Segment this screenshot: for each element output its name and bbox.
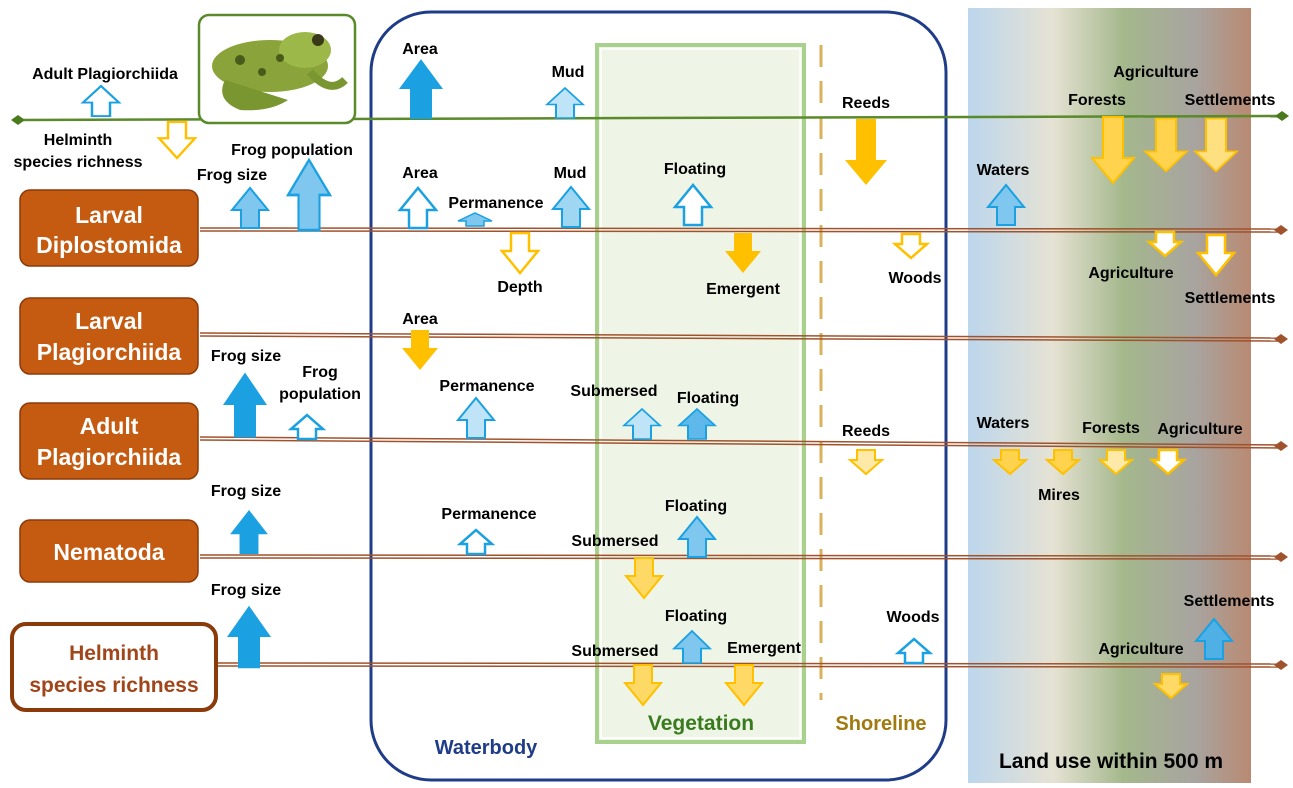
label-forests: Forests (1082, 420, 1140, 437)
label-permanence: Permanence (441, 506, 536, 523)
label-submersed: Submersed (571, 643, 658, 660)
label-floating: Floating (677, 390, 739, 407)
arrow-down-outline (893, 232, 929, 260)
label-agriculture: Agriculture (1088, 265, 1173, 282)
group-box-helminth-richness: Helminth species richness (10, 622, 218, 712)
label-mires: Mires (1038, 487, 1080, 504)
label-permanence: Permanence (439, 378, 534, 395)
label-frog-size: Frog size (211, 348, 281, 365)
svg-text:Plagiorchiida: Plagiorchiida (37, 444, 182, 470)
arrow-up-outline (81, 84, 121, 118)
group-box-larval-diplostomida: Larval Diplostomida (19, 189, 199, 267)
waterbody-zone (369, 10, 948, 782)
arrows (81, 59, 1238, 706)
svg-text:Nematoda: Nematoda (53, 539, 164, 565)
arrow-up-solid (223, 372, 267, 438)
label-frog-size: Frog size (197, 167, 267, 184)
zone-label-shoreline: Shoreline (835, 713, 926, 735)
zone-label-vegetation: Vegetation (648, 712, 754, 735)
arrow-up-light (457, 397, 495, 439)
arrow-down-solid (845, 119, 887, 185)
zone-label-land-use: Land use within 500 m (999, 750, 1223, 773)
label-permanence: Permanence (448, 195, 543, 212)
arrow-up-solid (227, 605, 271, 669)
svg-text:Larval: Larval (75, 202, 143, 228)
label-submersed: Submersed (570, 383, 657, 400)
svg-text:Diplostomida: Diplostomida (36, 232, 182, 258)
label-species-richness: species richness (14, 154, 143, 171)
label-frog-size: Frog size (211, 582, 281, 599)
label-mud: Mud (554, 165, 587, 182)
arrow-up-light (231, 187, 269, 229)
arrow-down-solid (402, 330, 438, 370)
svg-text:species richness: species richness (29, 674, 198, 697)
label-area: Area (402, 311, 438, 328)
arrow-up-light (286, 158, 332, 232)
svg-text:Adult: Adult (80, 413, 139, 439)
arrow-up-outline (896, 637, 932, 665)
label-woods: Woods (886, 609, 939, 626)
label-forests: Forests (1068, 92, 1126, 109)
label-settlements: Settlements (1185, 92, 1276, 109)
label-helminth: Helminth (44, 132, 112, 149)
label-waters: Waters (977, 415, 1030, 432)
svg-text:Plagiorchiida: Plagiorchiida (37, 339, 182, 365)
arrow-down-light (849, 449, 883, 475)
svg-text:Larval: Larval (75, 308, 143, 334)
label-area: Area (402, 165, 438, 182)
label-population: population (279, 386, 361, 403)
label-agriculture: Agriculture (1113, 64, 1198, 81)
label-submersed: Submersed (571, 533, 658, 550)
arrow-down-outline (157, 120, 197, 160)
label-settlements: Settlements (1184, 593, 1275, 610)
arrow-up-outline (398, 186, 438, 230)
label-adult-plagiorchiida: Adult Plagiorchiida (32, 66, 178, 83)
label-emergent: Emergent (706, 281, 780, 298)
group-lines (199, 227, 1281, 668)
line-end-diamond (11, 115, 25, 125)
label-settlements: Settlements (1185, 290, 1276, 307)
vegetation-zone (595, 43, 806, 744)
label-emergent: Emergent (727, 640, 801, 657)
label-woods: Woods (888, 270, 941, 287)
arrow-up-outline (289, 413, 325, 441)
group-box-larval-plagiorchiida: Larval Plagiorchiida (19, 297, 199, 375)
label-floating: Floating (665, 498, 727, 515)
label-reeds: Reeds (842, 95, 890, 112)
label-reeds: Reeds (842, 423, 890, 440)
group-box-nematoda: Nematoda (19, 519, 199, 583)
label-depth: Depth (497, 279, 542, 296)
line-end-diamond (1275, 111, 1289, 121)
label-frog-size: Frog size (211, 483, 281, 500)
arrow-up-light (552, 186, 590, 228)
arrow-down-outline (500, 231, 540, 275)
arrow-up-solid (230, 510, 268, 554)
svg-text:Helminth: Helminth (69, 642, 159, 665)
label-agriculture: Agriculture (1098, 641, 1183, 658)
label-frog: Frog (302, 364, 338, 381)
arrow-up-small (457, 212, 493, 227)
frog-photo (197, 13, 357, 125)
label-area: Area (402, 41, 438, 58)
label-floating: Floating (664, 161, 726, 178)
zone-label-waterbody: Waterbody (435, 737, 538, 759)
label-frog-population: Frog population (231, 142, 353, 159)
label-agriculture: Agriculture (1157, 421, 1242, 438)
label-waters: Waters (977, 162, 1030, 179)
arrow-up-solid (399, 59, 443, 119)
label-mud: Mud (552, 64, 585, 81)
group-box-adult-plagiorchiida: Adult Plagiorchiida (19, 402, 199, 480)
arrow-up-outline (458, 528, 494, 556)
label-floating: Floating (665, 608, 727, 625)
arrow-up-light (546, 87, 584, 119)
